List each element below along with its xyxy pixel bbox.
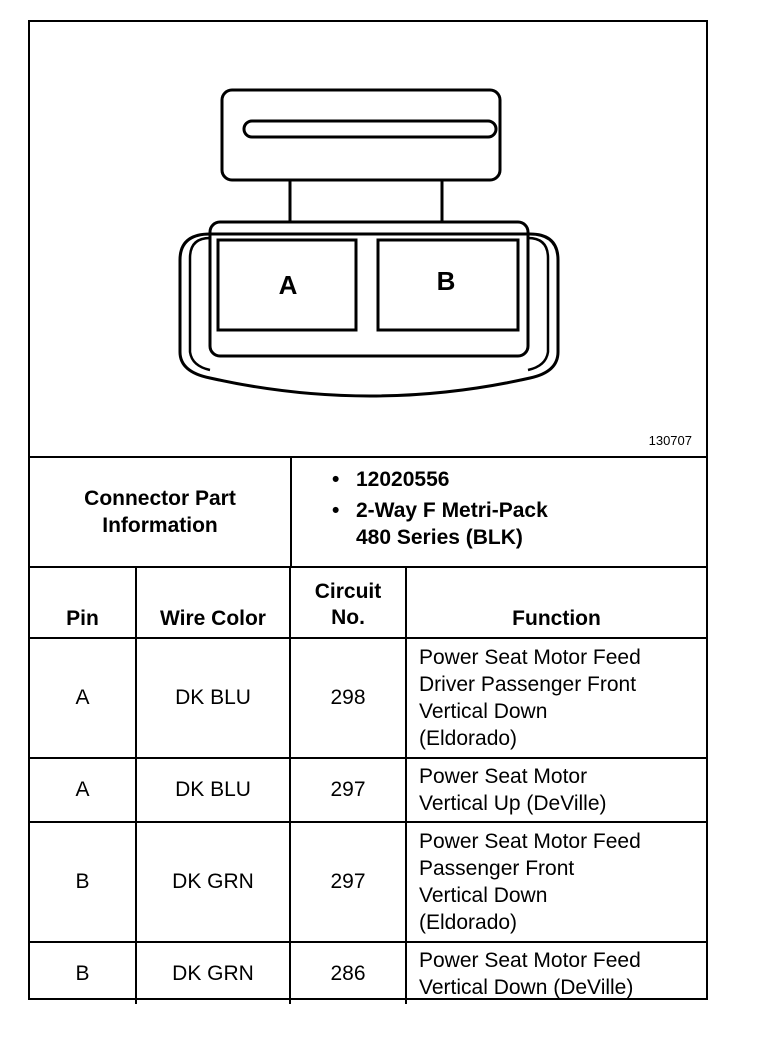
pin-cavity-a [216,238,358,332]
pin-label-a: A [279,270,298,300]
cell-function: Power Seat Motor Feed Vertical Down (DeV… [405,941,706,1004]
cell-wire-color: DK GRN [135,941,291,1004]
figure-number: 130707 [648,433,692,448]
pin-table: Pin Wire Color Circuit No. Function A DK… [30,568,706,1004]
part-info-list: 12020556 2-Way F Metri-Pack 480 Series (… [292,466,702,555]
cell-circuit: 297 [289,757,407,823]
connector-drawing: A B [178,88,560,398]
cell-function: Power Seat Motor Feed Driver Passenger F… [405,637,706,759]
part-description: 2-Way F Metri-Pack 480 Series (BLK) [292,497,702,551]
cell-wire-color: DK GRN [135,821,291,943]
pin-label-b: B [437,266,456,296]
header-function: Function [405,568,706,639]
connector-part-info: Connector Part Information 12020556 2-Wa… [30,458,706,568]
pin-table-header: Pin Wire Color Circuit No. Function [30,568,706,639]
table-row: B DK GRN 297 Power Seat Motor Feed Passe… [30,821,706,943]
connector-face [208,220,530,358]
cell-pin: B [30,941,137,1004]
header-pin: Pin [30,568,137,639]
cell-pin: A [30,637,137,759]
cell-circuit: 297 [289,821,407,943]
cell-function: Power Seat Motor Feed Passenger Front Ve… [405,821,706,943]
connector-ear-left [188,236,211,372]
connector-latch-slot [242,119,498,139]
header-circuit: Circuit No. [289,568,407,639]
pin-cavity-b [376,238,520,332]
cell-circuit: 298 [289,637,407,759]
table-row: A DK BLU 298 Power Seat Motor Feed Drive… [30,637,706,759]
cell-circuit: 286 [289,941,407,1004]
cell-wire-color: DK BLU [135,757,291,823]
part-number: 12020556 [292,466,702,493]
header-wire-color: Wire Color [135,568,291,639]
cell-function: Power Seat Motor Vertical Up (DeVille) [405,757,706,823]
table-row: A DK BLU 297 Power Seat Motor Vertical U… [30,757,706,823]
cell-pin: B [30,821,137,943]
table-row: B DK GRN 286 Power Seat Motor Feed Verti… [30,941,706,1004]
connector-ear-right [527,236,550,372]
connector-housing [178,232,560,398]
connector-sheet: A B 130707 Connector Part Information 12… [28,20,708,1004]
cell-pin: A [30,757,137,823]
connector-diagram: A B 130707 [30,22,706,458]
connector-latch-body [220,88,502,182]
cell-wire-color: DK BLU [135,637,291,759]
part-info-label: Connector Part Information [30,458,292,566]
